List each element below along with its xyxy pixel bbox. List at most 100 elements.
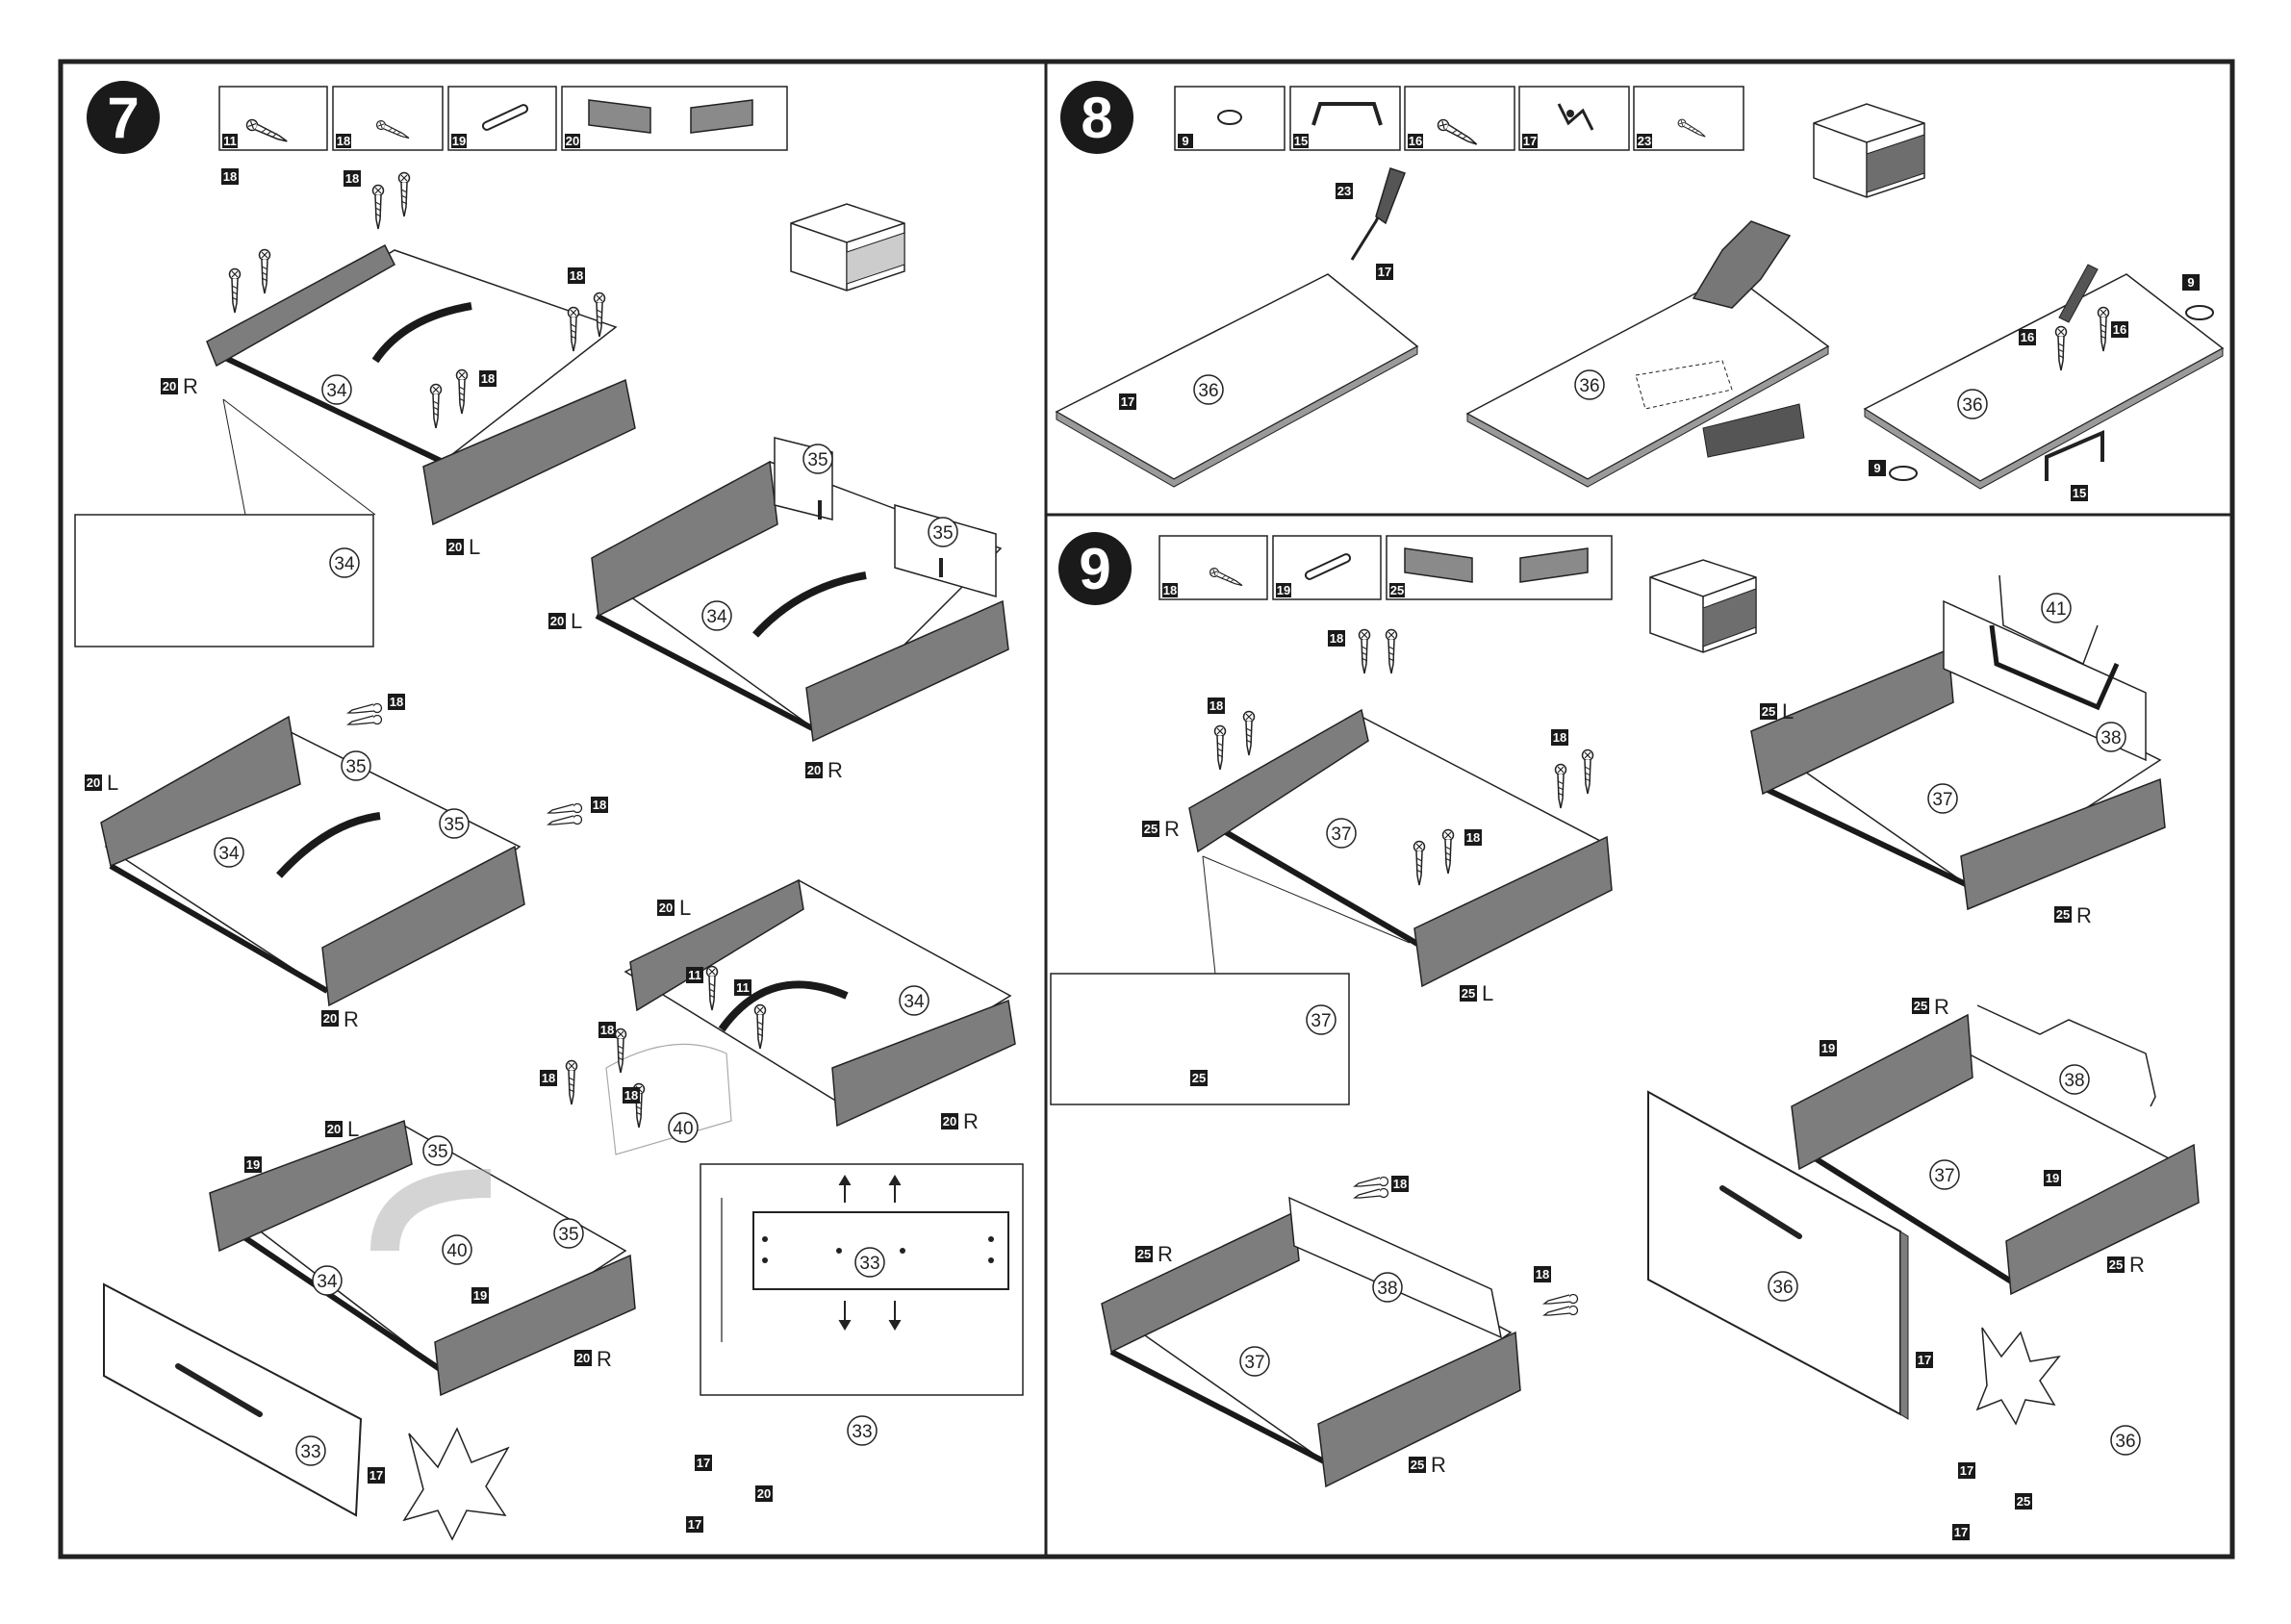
part-label-37: 37 [1331,825,1351,845]
step-8-badge: 8 [1060,81,1133,154]
part-label-20: 20 [323,1011,337,1026]
detail-callout-34: 34 [74,514,374,647]
part-label-18: 18 [1536,1267,1549,1281]
step-9-parts-strip: 18 19 25 [1158,535,1613,600]
dowel-icon [481,104,529,131]
part-label-18: 18 [570,268,583,283]
part-label-19: 19 [1277,583,1290,597]
part-label-16: 16 [2021,330,2034,344]
handle-icon [1311,102,1383,126]
bracket-icon [1557,103,1594,131]
part-label-17: 17 [1918,1353,1931,1367]
part-label-41: 41 [2046,599,2066,620]
cabinet-thumbnail [1649,559,1757,653]
side-indicator: L [1482,981,1493,1005]
part-label-34: 34 [334,554,355,574]
part-label-36: 36 [1579,376,1599,396]
part-label-17: 17 [1121,394,1134,409]
part-label-18: 18 [624,1088,638,1103]
part-label-11: 11 [736,980,750,995]
part-label-23: 23 [1337,184,1351,198]
part-label-17: 17 [1523,134,1537,148]
part-label-25: 25 [1144,822,1158,836]
part-label-18: 18 [1209,698,1223,713]
side-indicator: R [827,758,843,782]
part-label-9: 9 [2187,275,2194,290]
side-indicator: R [963,1109,979,1133]
part-label-19: 19 [473,1288,487,1303]
side-indicator: L [679,896,691,920]
part-label-25: 25 [1137,1247,1151,1261]
part-label-34: 34 [218,844,240,864]
part-label-33: 33 [300,1442,320,1462]
part-label-17: 17 [1378,265,1391,279]
drawer-slide-icon [1404,547,1589,583]
side-indicator: R [1934,995,1949,1019]
part-label-36: 36 [1962,395,1982,416]
step-7-badge: 7 [87,81,160,154]
side-indicator: L [1782,699,1794,723]
part-label-19: 19 [246,1157,260,1172]
part-label-15: 15 [1294,134,1308,148]
side-indicator: R [1164,817,1180,841]
part-label-25: 25 [1192,1071,1206,1085]
part-label-36: 36 [2115,1432,2135,1452]
part-label-18: 18 [600,1023,614,1037]
part-label-20: 20 [659,901,673,915]
part-label-25: 25 [1762,704,1775,719]
top-panel-drilling: 36 [1465,220,1830,488]
part-label-19: 19 [1821,1041,1835,1055]
step-9-badge: 9 [1058,532,1132,605]
side-indicator: R [2129,1253,2145,1277]
part-label-15: 15 [2073,486,2086,500]
part-label-18: 18 [337,134,350,148]
cabinet-thumbnail [790,203,905,292]
part-label-18: 18 [390,695,403,709]
part-label-20: 20 [757,1486,771,1501]
part-label-25: 25 [2017,1494,2030,1509]
part-label-33: 33 [852,1422,872,1442]
part-label-25: 25 [2056,907,2070,922]
part-label-25: 25 [1914,999,1927,1013]
top-panel-handle-mount: 36 9 16 16 9 15 [1863,264,2225,501]
part-label-18: 18 [1553,730,1566,745]
part-label-16: 16 [2113,322,2126,337]
part-label-34: 34 [317,1272,338,1292]
side-indicator: R [2076,903,2092,927]
part-label-17: 17 [369,1468,383,1483]
side-indicator: L [107,771,118,795]
part-label-35: 35 [807,450,827,470]
part-label-18: 18 [542,1071,555,1085]
part-label-18: 18 [345,171,359,186]
part-label-20: 20 [448,540,462,554]
part-label-18: 18 [593,798,606,812]
detail-callout-37: 37 25 [1050,973,1350,1105]
part-label-37: 37 [1934,1166,1954,1186]
part-label-20: 20 [327,1122,341,1136]
part-label-37: 37 [1311,1011,1331,1031]
part-label-38: 38 [1377,1279,1397,1299]
front-panel-hole-diagram: 33 [700,1163,1024,1396]
side-indicator: R [183,374,198,398]
part-label-25: 25 [1462,986,1475,1001]
part-label-33: 33 [859,1254,879,1274]
part-label-20: 20 [87,775,100,790]
part-label-35: 35 [444,815,464,835]
part-label-20: 20 [566,134,579,148]
side-indicator: R [1431,1453,1446,1477]
part-label-25: 25 [1411,1458,1424,1472]
part-label-25: 25 [1390,583,1404,597]
part-label-19: 19 [452,134,466,148]
part-label-35: 35 [932,523,953,544]
part-label-38: 38 [2064,1071,2084,1091]
side-indicator: R [1158,1242,1173,1266]
step-8-panel: 8 9 15 16 17 23 36 23 17 17 [1055,81,2225,501]
part-label-17: 17 [697,1456,710,1470]
part-label-20: 20 [576,1351,590,1365]
